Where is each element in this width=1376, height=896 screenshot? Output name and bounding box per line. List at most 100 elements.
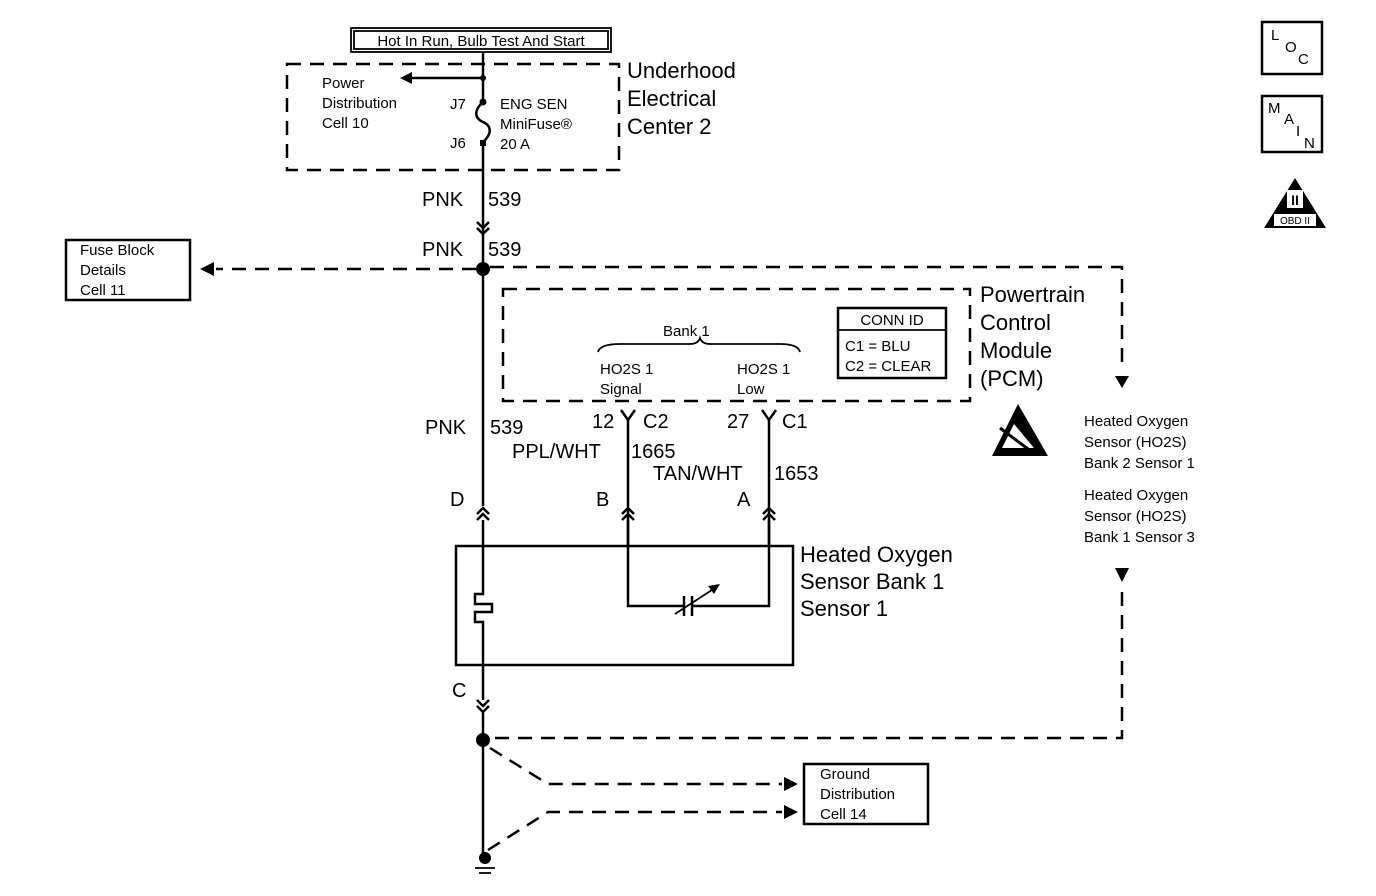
wire-circuit-539-3: 539 xyxy=(490,417,523,439)
heated-oxygen-sensor: Heated Oxygen Sensor Bank 1 Sensor 1 xyxy=(454,520,953,700)
fuse-block-ref-line-2: Details xyxy=(80,262,126,279)
pnk-539-circuit: PNK 539 PNK 539 PNK 539 xyxy=(422,146,523,506)
fuse-feed xyxy=(400,52,491,146)
other-sensor-2-line-2: Sensor (HO2S) xyxy=(1084,508,1187,525)
conn-id-line-2: C2 = CLEAR xyxy=(845,358,931,375)
pcm-title-line-2: Control xyxy=(980,310,1051,335)
wire-color-ppl-wht: PPL/WHT xyxy=(512,441,601,463)
splice-top xyxy=(476,262,490,276)
variable-element-arrow-icon xyxy=(708,584,720,594)
wire-color-pnk-1: PNK xyxy=(422,189,464,211)
fuse-block-ref: Fuse Block Details Cell 11 xyxy=(64,238,192,302)
sensor-pin-a: A xyxy=(737,489,751,511)
fuse-terminal-j6 xyxy=(480,140,486,146)
arrow-left-icon xyxy=(400,72,412,84)
arrow-left-icon xyxy=(200,262,214,276)
obd-numeral: II xyxy=(1291,192,1299,208)
other-sensor-1-line-2: Sensor (HO2S) xyxy=(1084,434,1187,451)
splice-bottom xyxy=(476,733,490,747)
underhood-title-line-2: Electrical xyxy=(627,86,716,111)
power-source-label: Hot In Run, Bulb Test And Start xyxy=(350,27,612,53)
main-icon[interactable]: M A I N xyxy=(1260,94,1324,154)
conn-id-title: CONN ID xyxy=(860,312,924,329)
wire-circuit-539-1: 539 xyxy=(488,189,521,211)
other-sensor-2-line-3: Bank 1 Sensor 3 xyxy=(1084,529,1195,546)
svg-text:N: N xyxy=(1304,135,1315,152)
pcm-low-pin: 27 C1 xyxy=(727,409,808,433)
fuse-rating: 20 A xyxy=(500,136,530,153)
ground-distribution-ref: Ground Distribution Cell 14 xyxy=(802,762,930,826)
sensor-pin-c: C xyxy=(452,680,466,702)
sensor-title-line-2: Sensor Bank 1 xyxy=(800,569,944,594)
ground-ref-line-2: Distribution xyxy=(820,786,895,803)
other-sensors-ref: Heated Oxygen Sensor (HO2S) Bank 2 Senso… xyxy=(1084,413,1195,546)
pcm-signal-pin: 12 C2 xyxy=(592,409,669,433)
sensor-title-line-3: Sensor 1 xyxy=(800,596,888,621)
other-sensor-1-line-1: Heated Oxygen xyxy=(1084,413,1188,430)
sensor-title-line-1: Heated Oxygen xyxy=(800,542,953,567)
svg-text:O: O xyxy=(1285,39,1297,56)
obd-ii-icon[interactable]: II OBD II xyxy=(1264,178,1326,228)
pcm-title-line-4: (PCM) xyxy=(980,366,1044,391)
svg-text:I: I xyxy=(1296,123,1300,140)
heater-element-icon xyxy=(473,520,494,700)
wire-color-pnk-2: PNK xyxy=(422,239,464,261)
arrow-down-icon xyxy=(1115,568,1129,582)
bank-brace xyxy=(597,335,801,353)
low-pin-number: 27 xyxy=(727,411,749,433)
signal-label-line-2: Signal xyxy=(600,381,642,398)
fuse-name-line-1: ENG SEN xyxy=(500,96,568,113)
svg-text:M: M xyxy=(1268,100,1281,117)
signal-label-line-1: HO2S 1 xyxy=(600,361,653,378)
esd-sensitive-icon xyxy=(992,404,1048,456)
fuse-name-line-2: MiniFuse® xyxy=(500,116,572,133)
pcm-title-line-1: Powertrain xyxy=(980,282,1085,307)
wire-color-pnk-3: PNK xyxy=(425,417,467,439)
power-distribution-ref-line-3: Cell 10 xyxy=(322,115,369,132)
pin-j6-label: J6 xyxy=(450,135,466,152)
arrow-right-icon xyxy=(784,805,798,819)
power-distribution-ref-line-1: Power xyxy=(322,75,365,92)
wire-color-tan-wht: TAN/WHT xyxy=(653,463,743,485)
fuse-icon xyxy=(475,101,491,143)
underhood-title-line-1: Underhood xyxy=(627,58,736,83)
loc-icon[interactable]: L O C xyxy=(1260,20,1324,76)
conn-id-line-1: C1 = BLU xyxy=(845,338,910,355)
other-sensor-1-line-3: Bank 2 Sensor 1 xyxy=(1084,455,1195,472)
ground-ref-line-3: Cell 14 xyxy=(820,806,867,823)
sensor-connector-b: B xyxy=(596,489,635,521)
other-sensor-2-line-1: Heated Oxygen xyxy=(1084,487,1188,504)
wire-circuit-1665: 1665 xyxy=(631,441,676,463)
pcm-title-line-3: Module xyxy=(980,338,1052,363)
sensor-connector-a: A xyxy=(737,489,776,521)
svg-text:C: C xyxy=(1298,51,1309,68)
ground-ref-line-1: Ground xyxy=(820,766,870,783)
svg-text:L: L xyxy=(1271,27,1279,44)
power-source-text: Hot In Run, Bulb Test And Start xyxy=(377,33,585,50)
low-label-line-2: Low xyxy=(737,381,765,398)
signal-connector-id: C2 xyxy=(643,411,669,433)
svg-text:A: A xyxy=(1284,111,1294,128)
sensor-pin-b: B xyxy=(596,489,609,511)
sensor-connector-d: D xyxy=(450,489,490,521)
arrow-down-icon xyxy=(1115,376,1129,388)
bank-label: Bank 1 xyxy=(663,323,710,340)
power-distribution-ref-line-2: Distribution xyxy=(322,95,397,112)
underhood-title-line-3: Center 2 xyxy=(627,114,711,139)
low-label-line-1: HO2S 1 xyxy=(737,361,790,378)
obd-label: OBD II xyxy=(1280,216,1310,227)
signal-pin-number: 12 xyxy=(592,411,614,433)
fuse-block-ref-line-3: Cell 11 xyxy=(80,282,126,299)
ground-circuit xyxy=(475,712,798,874)
pin-j7-label: J7 xyxy=(450,96,466,113)
low-connector-id: C1 xyxy=(782,411,808,433)
sensor-pin-d: D xyxy=(450,489,464,511)
wire-circuit-539-2: 539 xyxy=(488,239,521,261)
pcm-module: Powertrain Control Module (PCM) Bank 1 H… xyxy=(501,282,1085,403)
underhood-electrical-center: Underhood Electrical Center 2 Power Dist… xyxy=(285,58,736,172)
fuse-block-ref-line-1: Fuse Block xyxy=(80,242,155,259)
conn-id-table: CONN ID C1 = BLU C2 = CLEAR xyxy=(836,306,948,380)
arrow-right-icon xyxy=(784,777,798,791)
wire-circuit-1653: 1653 xyxy=(774,463,819,485)
